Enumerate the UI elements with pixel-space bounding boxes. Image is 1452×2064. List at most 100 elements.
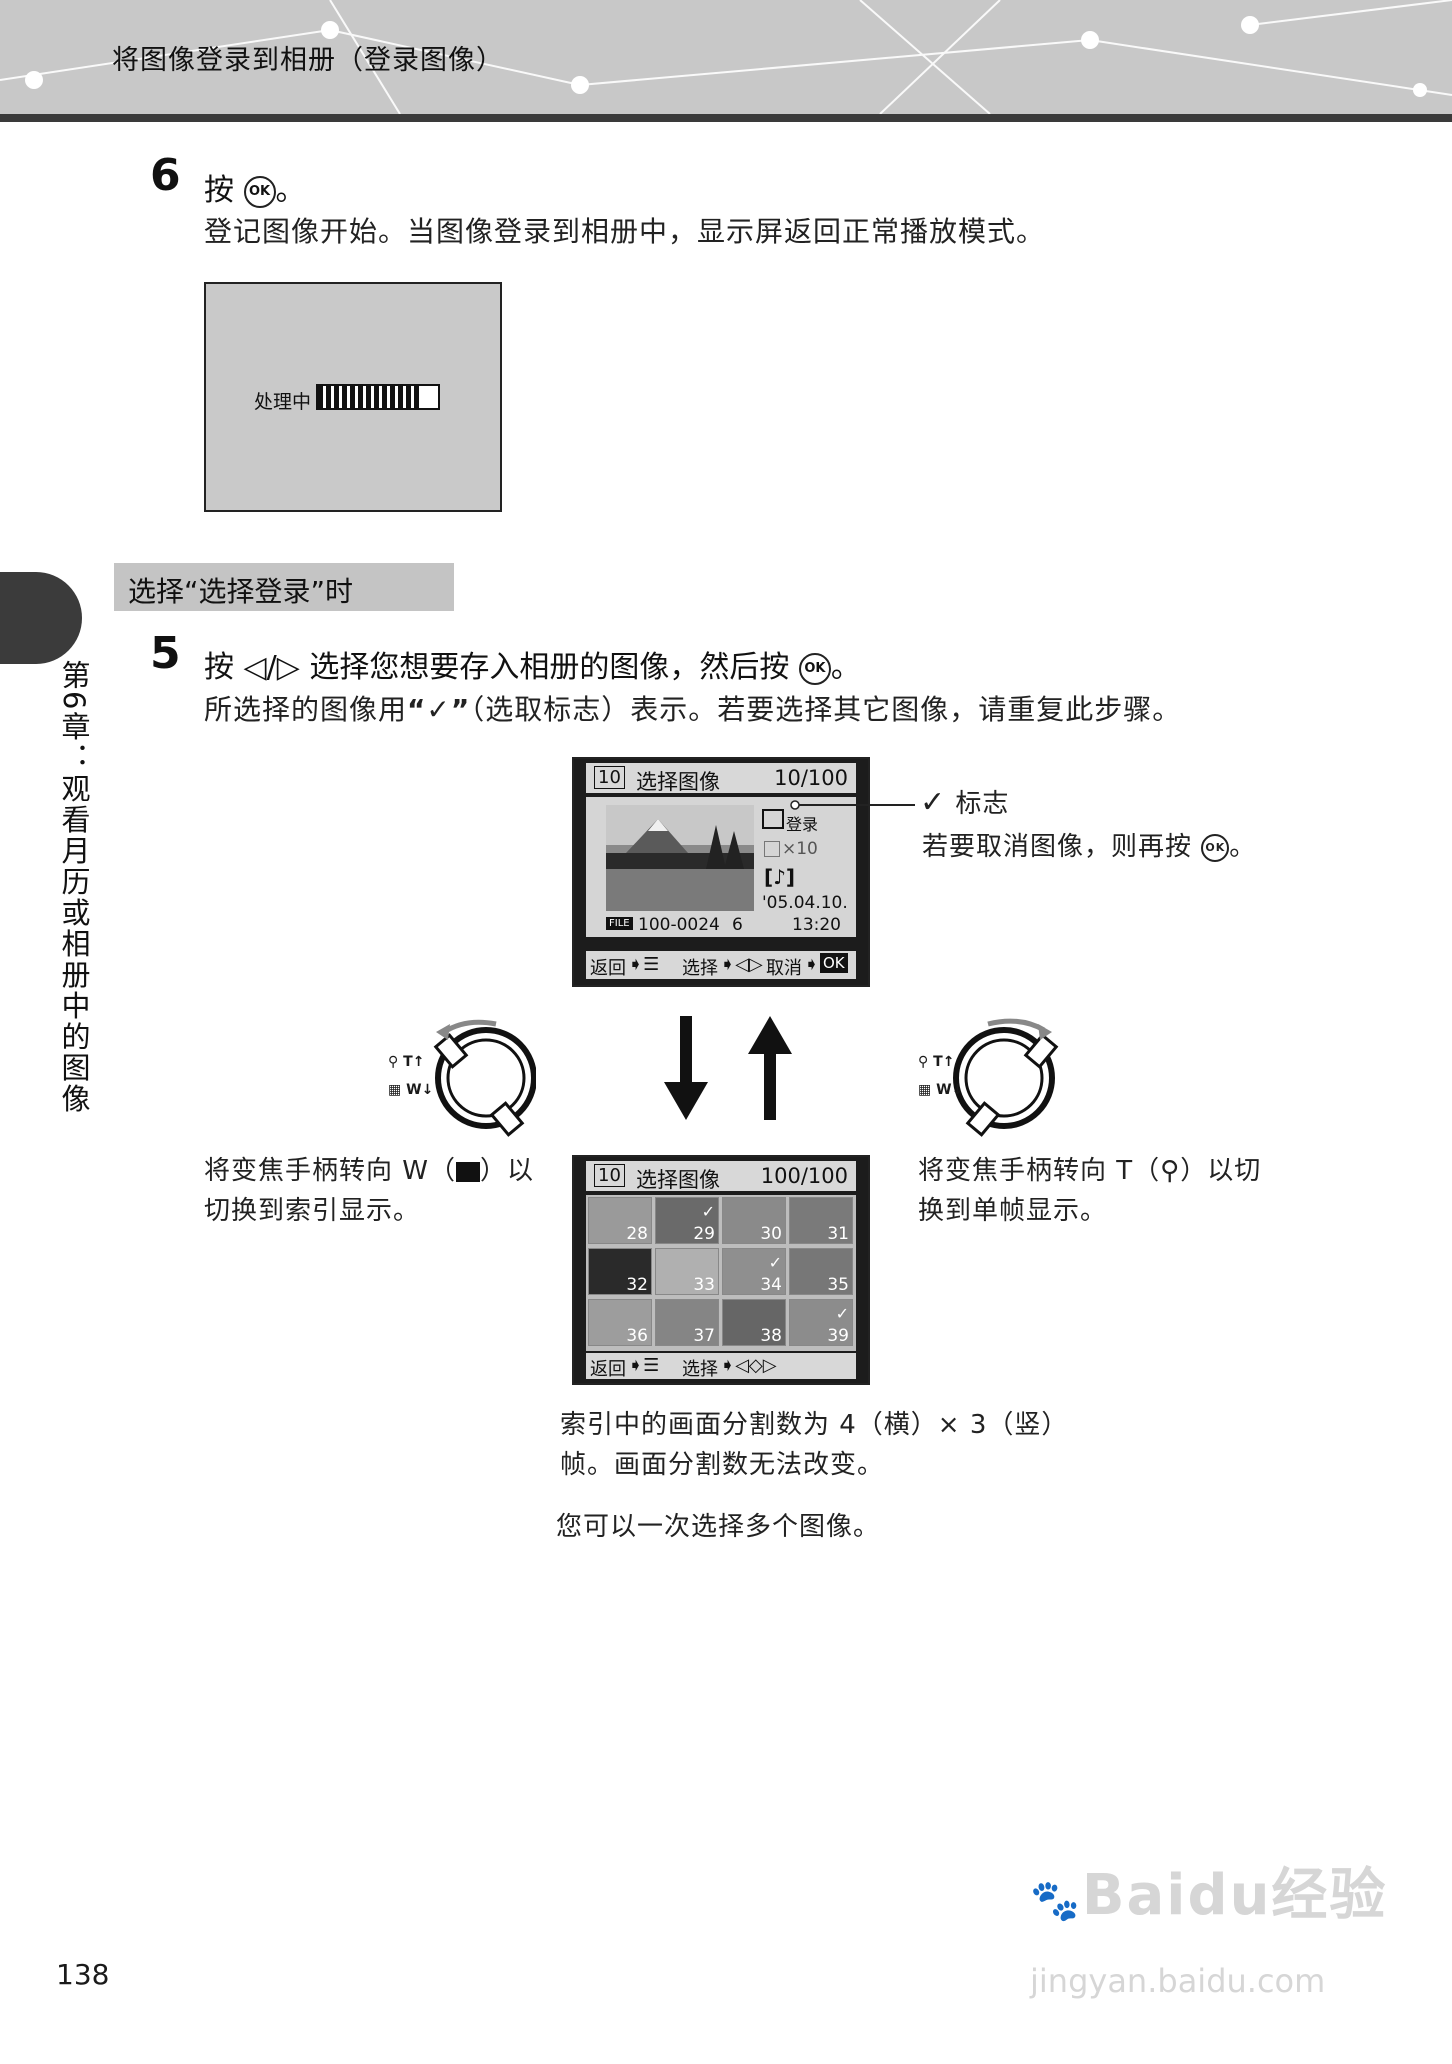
header-rule [0,114,1452,122]
thumbnail-item[interactable]: 39✓ [789,1299,853,1346]
single-screen-titlebar: 10 选择图像 10/100 [586,763,856,794]
zoom-w-label: W [936,1082,952,1098]
thumbnail-item[interactable]: 33 [655,1248,719,1295]
zoom-w-text-pre: 将变焦手柄转向 W（ [204,1156,456,1186]
index-icon: ▦ [918,1082,932,1098]
arrow-down-icon: ↓ [421,1082,434,1098]
step5-title-mid: 选择您想要存入相册的图像，然后按 [309,650,790,685]
check-mark-icon: ✓ [701,1202,715,1221]
zoom-t-label: T [403,1054,413,1070]
thumbnail-item[interactable]: 38 [722,1299,786,1346]
single-screen-footer: 返回 ➧☰ 选择 ➧◁▷ 取消 ➧ OK [586,951,856,979]
single-frame-screen: 10 选择图像 10/100 登录 ×10 [♪] '05.04.10. 13:… [572,757,870,987]
thumbnail-item[interactable]: 34✓ [722,1248,786,1295]
zoom-lever-t-illustration [953,1018,1059,1137]
zoom-t-text-post: ）以切 [1180,1156,1262,1186]
watermark-brand-text: Baidu经验 [1081,1863,1388,1928]
ok-button-icon: OK [1201,833,1230,862]
thumbnail-number: 35 [827,1275,849,1295]
thumbnail-item[interactable]: 36 [588,1299,652,1346]
thumbnail-grid: 28 29 ✓ 30 31 32 33 34✓ 35 36 37 38 39✓ [586,1195,856,1351]
thumbnail-item[interactable]: 31 [789,1197,853,1244]
print-icon [764,841,780,857]
zoom-w-label: W [406,1082,422,1098]
single-screen-counter: 10/100 [774,766,848,790]
check-mark-quote: “✓” [407,693,471,726]
zoom-w-instruction-line2: 切换到索引显示。 [204,1196,421,1226]
step6-title: 按 OK。 [204,165,306,209]
step5-title: 按 ◁/▷ 选择您想要存入相册的图像，然后按 OK。 [204,642,861,686]
zoom-w-text-post: ）以 [479,1156,534,1186]
chapter-label: 第6章：观看月历或相册中的图像 [57,660,91,1115]
thumbnail-item[interactable]: 29 ✓ [655,1197,719,1244]
thumbnail-number: 30 [760,1224,782,1244]
arrow-cross-icon: ➧◁◇▷ [720,1355,777,1376]
thumbnail-number: 28 [626,1224,648,1244]
arrow-lr-icon: ➧◁▷ [720,954,763,975]
single-screen-title: 选择图像 [636,770,720,794]
shot-date: '05.04.10. [762,893,848,913]
section-header [114,563,454,611]
wide-label-left: ▦ W↓ [388,1082,433,1098]
magnify-icon: ⚲ [918,1054,929,1070]
ok-button-icon: OK [243,175,276,208]
index-note-line1: 索引中的画面分割数为 4（横）× 3（竖） [560,1410,1069,1440]
index-screen-titlebar: 10 选择图像 100/100 [586,1161,856,1192]
footer-back: 返回 [590,1359,626,1380]
thumbnail-number: 36 [626,1326,648,1346]
header-pattern [0,0,1452,114]
cancel-instruction: 若要取消图像，则再按 OK。 [922,826,1256,863]
header-title: 将图像登录到相册（登录图像） [112,45,504,76]
thumbnail-number: 33 [693,1275,715,1295]
file-tag: FILE [606,917,633,930]
thumbnail-item[interactable]: 32 [588,1248,652,1295]
arrow-menu-icon: ➧☰ [628,954,660,975]
single-screen-body: 登录 ×10 [♪] '05.04.10. 13:20 FILE 100-002… [586,797,856,937]
step5-title-post: 。 [830,650,861,685]
check-mark-annotation: ✓ 标志 [920,783,1009,820]
zoom-t-text-pre: 将变焦手柄转向 T（ [918,1156,1161,1186]
check-mark-icon: ✓ [920,785,947,820]
page-number: 138 [56,1958,110,1991]
index-icon: ▦ [388,1082,402,1098]
footer-back: 返回 [590,958,626,979]
callout-line [790,800,915,810]
thumbnail-number: 32 [626,1275,648,1295]
album-number: 10 [594,766,625,789]
chapter-tab [0,572,82,664]
thumbnail-item[interactable]: 30 [722,1197,786,1244]
arrow-up-icon: ↑ [412,1054,425,1070]
thumbnail-number: 29 [693,1224,715,1244]
thumbnail-item[interactable]: 37 [655,1299,719,1346]
step6-title-pre: 按 [204,173,234,208]
step5-title-pre: 按 [204,650,234,685]
index-screen: 10 选择图像 100/100 28 29 ✓ 30 31 32 33 34✓ 35 36 37 38… [572,1155,870,1385]
check-mark-label: 标志 [955,789,1010,819]
processing-screen: 处理中 [204,282,502,512]
sound-icon: [♪] [764,865,796,889]
thumbnail-item[interactable]: 35 [789,1248,853,1295]
arrow-down-icon: ↓ [951,1082,964,1098]
landscape-photo [606,805,754,911]
watermark-url: jingyan.baidu.com [1030,1962,1326,2000]
step6-description: 登记图像开始。当图像登录到相册中，显示屏返回正常播放模式。 [204,215,1046,248]
step6-number: 6 [150,150,181,201]
step5-desc-pre: 所选择的图像用 [204,693,408,726]
thumbnail-number: 38 [760,1326,782,1346]
footer-ok: OK [820,953,848,973]
thumbnail-item[interactable]: 28 [588,1197,652,1244]
footer-select: 选择 [682,958,718,979]
arrow-up-icon: ↑ [942,1054,955,1070]
arrow-menu-icon: ➧☰ [628,1355,660,1376]
zoom-t-instruction-line1: 将变焦手柄转向 T（⚲）以切 [918,1150,1261,1187]
arrow-icon: ➧ [804,954,820,975]
thumbnail-number: 31 [827,1224,849,1244]
wide-label-right: ▦ W↓ [918,1082,963,1098]
file-number: 100-0024 [638,915,720,935]
zoom-lever-w-illustration [433,1019,536,1137]
section-label: 选择“选择登录”时 [128,575,354,608]
shot-time: 13:20 [792,915,841,935]
index-screen-title: 选择图像 [636,1168,720,1192]
check-mark-icon: ✓ [835,1304,849,1323]
left-right-arrows-icon: ◁/▷ [243,650,300,685]
